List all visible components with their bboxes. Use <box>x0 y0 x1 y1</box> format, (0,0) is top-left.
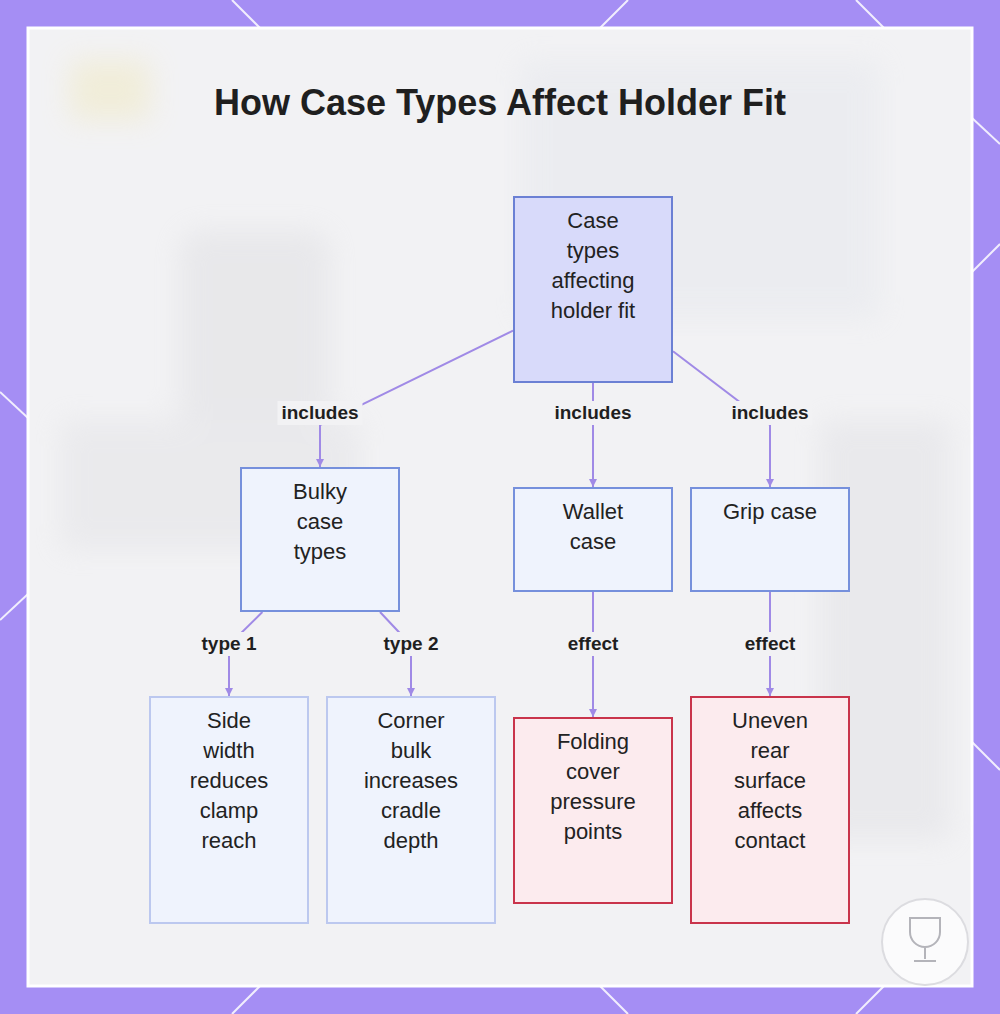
box-text: Side width reduces clamp reach <box>181 706 277 856</box>
edge-label: effect <box>741 632 800 656</box>
frame-line <box>600 0 628 28</box>
edge-label: includes <box>550 401 635 425</box>
frame-line <box>232 986 260 1014</box>
frame-line <box>600 986 628 1014</box>
edge-label: includes <box>277 401 362 425</box>
effect-box: Folding cover pressure points <box>513 717 673 904</box>
connector <box>320 331 513 467</box>
logo-circle <box>882 899 968 985</box>
frame-line <box>856 0 884 28</box>
box-text: Bulky case types <box>272 477 368 567</box>
logo-glyph <box>910 918 940 961</box>
type-box: Corner bulk increases cradle depth <box>326 696 496 924</box>
root-box: Case types affecting holder fit <box>513 196 673 383</box>
frame-line <box>232 0 260 28</box>
connector <box>592 383 594 487</box>
box-text: Folding cover pressure points <box>545 727 641 847</box>
blur-shape <box>70 60 150 120</box>
box-text: Uneven rear surface affects contact <box>722 706 818 856</box>
category-box: Bulky case types <box>240 467 400 612</box>
edge-label: type 2 <box>380 632 443 656</box>
frame-line <box>0 392 28 418</box>
frame-line <box>972 118 1000 144</box>
box-text: Grip case <box>722 497 818 527</box>
frame-line <box>856 986 884 1014</box>
edge-label: effect <box>564 632 623 656</box>
category-box: Grip case <box>690 487 850 592</box>
category-box: Wallet case <box>513 487 673 592</box>
frame-line <box>972 244 1000 272</box>
effect-box: Uneven rear surface affects contact <box>690 696 850 924</box>
title: How Case Types Affect Holder Fit <box>0 82 1000 124</box>
frame-line <box>0 594 28 620</box>
box-text: Wallet case <box>545 497 641 557</box>
edge-label: includes <box>727 401 812 425</box>
edge-label: type 1 <box>198 632 261 656</box>
type-box: Side width reduces clamp reach <box>149 696 309 924</box>
panel <box>28 28 972 986</box>
frame-line <box>972 742 1000 770</box>
logo-icon <box>882 899 968 985</box>
box-text: Case types affecting holder fit <box>545 206 641 326</box>
box-text: Corner bulk increases cradle depth <box>363 706 459 856</box>
